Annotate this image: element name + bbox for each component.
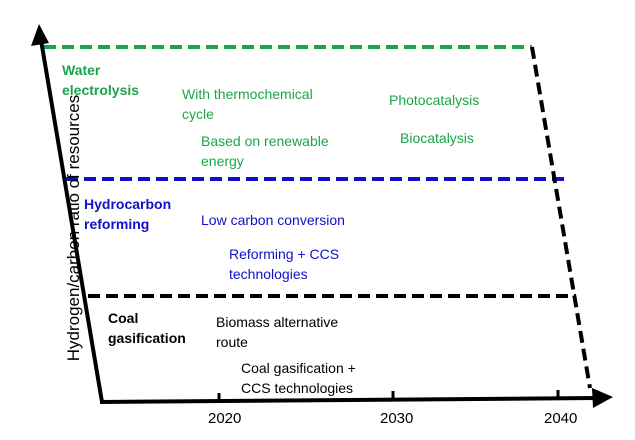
biocatalysis-label: Biocatalysis [400,130,474,146]
coal-gasification-title: Coal gasification [108,310,186,346]
x-axis-arrowhead [592,388,613,408]
reforming-ccs-label: Reforming + CCS technologies [229,246,340,282]
coal-gasification-ccs-label: Coal gasification + CCS technologies [241,360,356,396]
thermochemical-cycle-label: With thermochemical cycle [182,86,313,122]
renewable-energy-label: Based on renewable energy [201,133,329,169]
water-electrolysis-title: Water electrolysis [62,62,140,98]
x-axis-line [99,396,597,404]
biomass-route-label: Biomass alternative route [216,314,339,350]
right-boundary-line [530,46,592,389]
photocatalysis-label: Photocatalysis [389,92,480,108]
x-tick-label-2020: 2020 [208,410,242,427]
x-tick-label-2030: 2030 [380,410,414,427]
y-axis-arrowhead [31,24,49,46]
y-axis-label: Hydrogen/carbon ratio of resources [64,94,83,362]
x-tick-label-2040: 2040 [544,410,578,427]
low-carbon-conversion-label: Low carbon conversion [201,212,345,228]
hydrocarbon-reforming-title: Hydrocarbon reforming [84,196,172,232]
y-axis-line [39,39,104,403]
